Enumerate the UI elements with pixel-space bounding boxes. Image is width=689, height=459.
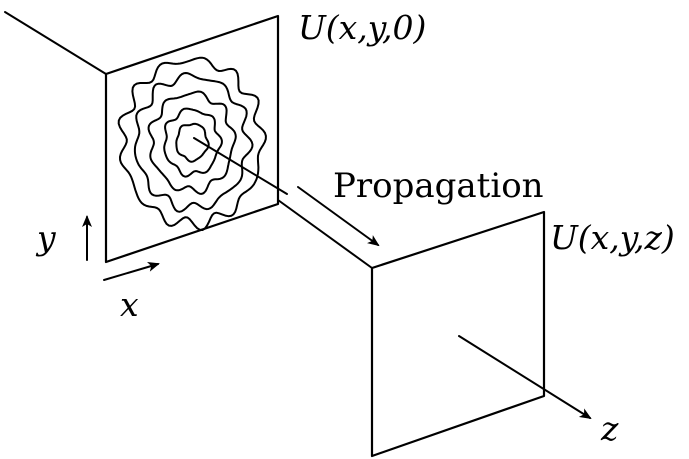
source-plane: [106, 16, 278, 262]
intensity-contours: [119, 58, 266, 230]
z-axis-arrow: [459, 336, 590, 418]
source-field-label: U(x,y,0): [298, 8, 426, 47]
optical-axis-entry: [5, 12, 106, 74]
optical-axis-between-planes: [278, 200, 372, 268]
contour-ring: [164, 109, 222, 177]
x-axis-label: x: [120, 285, 139, 324]
z-axis-label: z: [600, 409, 619, 448]
target-field-label: U(x,y,z): [550, 218, 675, 257]
contour-ring: [176, 124, 208, 162]
target-plane: [372, 212, 544, 456]
contour-ring: [119, 58, 266, 230]
x-axis-arrow: [104, 264, 158, 280]
y-axis-label: y: [35, 218, 56, 257]
propagation-label: Propagation: [333, 166, 544, 206]
